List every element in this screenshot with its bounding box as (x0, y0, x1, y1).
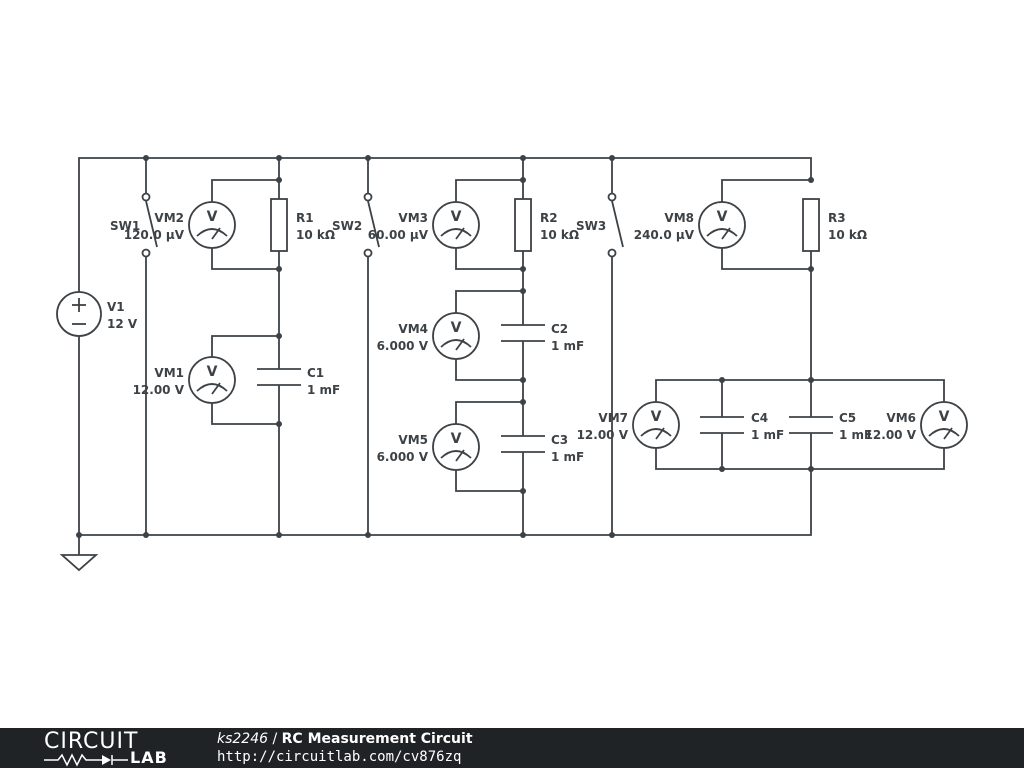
label-r2-name: R2 (540, 211, 558, 225)
label-c5-name: C5 (839, 411, 856, 425)
capacitor-c4[interactable] (700, 416, 744, 434)
label-v1-name: V1 (107, 300, 125, 314)
label-vm5-name: VM5 (398, 433, 428, 447)
label-c2-name: C2 (551, 322, 568, 336)
label-vm7-name: VM7 (598, 411, 628, 425)
circuitlab-logo-bottom: LAB (130, 748, 168, 767)
meter-v-glyph: V (451, 320, 462, 336)
label-r1-value: 10 kΩ (296, 228, 335, 242)
ground-icon (59, 554, 99, 572)
capacitor-c2[interactable] (501, 324, 545, 342)
switch-sw2[interactable] (363, 192, 380, 258)
label-vm2-name: VM2 (154, 211, 184, 225)
label-r1-name: R1 (296, 211, 314, 225)
circuitlab-logo: LAB (44, 748, 174, 767)
label-c5-value: 1 mF (839, 428, 872, 442)
label-vm6-name: VM6 (886, 411, 916, 425)
label-sw3: SW3 (576, 219, 606, 233)
voltmeter-vm3[interactable]: V (432, 201, 480, 249)
voltmeter-vm8[interactable]: V (698, 201, 746, 249)
resistor-r1[interactable] (270, 198, 288, 252)
author-link[interactable]: ks2246 (217, 731, 269, 747)
voltage-source-v1[interactable] (56, 291, 102, 337)
meter-v-glyph: V (207, 364, 218, 380)
label-c4-name: C4 (751, 411, 768, 425)
label-c2-value: 1 mF (551, 339, 584, 353)
meter-v-glyph: V (717, 209, 728, 225)
label-vm5-reading: 6.000 V (377, 450, 429, 464)
credit-separator: / (268, 731, 282, 747)
label-sw2: SW2 (332, 219, 362, 233)
capacitor-c1[interactable] (257, 368, 301, 386)
switch-sw1[interactable] (141, 192, 158, 258)
meter-v-glyph: V (451, 209, 462, 225)
schematic: V V V V V V V V (56, 155, 968, 572)
footer-bar: CIRCUIT LAB ks2246 / RC Measurement Circ… (0, 728, 1024, 768)
label-c3-name: C3 (551, 433, 568, 447)
circuitlab-logo-top: CIRCUIT (44, 729, 139, 754)
meter-v-glyph: V (939, 409, 950, 425)
label-vm1-name: VM1 (154, 366, 184, 380)
label-v1-value: 12 V (107, 317, 138, 331)
label-sw1: SW1 (110, 219, 140, 233)
footer-credit: ks2246 / RC Measurement Circuit (217, 731, 473, 748)
label-vm1-reading: 12.00 V (133, 383, 185, 397)
circuit-url-link[interactable]: http://circuitlab.com/cv876zq (217, 749, 462, 765)
switch-sw3[interactable] (607, 192, 624, 258)
label-vm8-reading: 240.0 µV (634, 228, 695, 242)
capacitor-c5[interactable] (789, 416, 833, 434)
logo-waveform-icon (44, 753, 128, 767)
voltmeter-vm7[interactable]: V (632, 401, 680, 449)
label-c1-value: 1 mF (307, 383, 340, 397)
label-vm7-reading: 12.00 V (577, 428, 629, 442)
resistor-r2[interactable] (514, 198, 532, 252)
meter-v-glyph: V (207, 209, 218, 225)
label-vm3-name: VM3 (398, 211, 428, 225)
voltmeter-vm2[interactable]: V (188, 201, 236, 249)
component-labels: V1 12 V SW1 SW2 SW3 VM2 120.0 µV VM1 12.… (107, 211, 917, 464)
label-c4-value: 1 mF (751, 428, 784, 442)
capacitor-c3[interactable] (501, 435, 545, 453)
junction-dots (76, 155, 814, 538)
voltmeter-vm1[interactable]: V (188, 356, 236, 404)
label-r3-name: R3 (828, 211, 846, 225)
label-r2-value: 10 kΩ (540, 228, 579, 242)
voltmeter-vm5[interactable]: V (432, 423, 480, 471)
voltmeter-vm6[interactable]: V (920, 401, 968, 449)
meter-v-glyph: V (451, 431, 462, 447)
label-vm4-reading: 6.000 V (377, 339, 429, 353)
label-vm6-reading: 12.00 V (865, 428, 917, 442)
label-c3-value: 1 mF (551, 450, 584, 464)
label-vm2-reading: 120.0 µV (124, 228, 185, 242)
label-c1-name: C1 (307, 366, 324, 380)
voltmeter-vm4[interactable]: V (432, 312, 480, 360)
label-vm4-name: VM4 (398, 322, 428, 336)
circuit-title: RC Measurement Circuit (281, 731, 473, 747)
label-vm3-reading: 60.00 µV (368, 228, 429, 242)
wires (78, 157, 945, 555)
label-vm8-name: VM8 (664, 211, 694, 225)
meter-v-glyph: V (651, 409, 662, 425)
resistor-r3[interactable] (802, 198, 820, 252)
label-r3-value: 10 kΩ (828, 228, 867, 242)
